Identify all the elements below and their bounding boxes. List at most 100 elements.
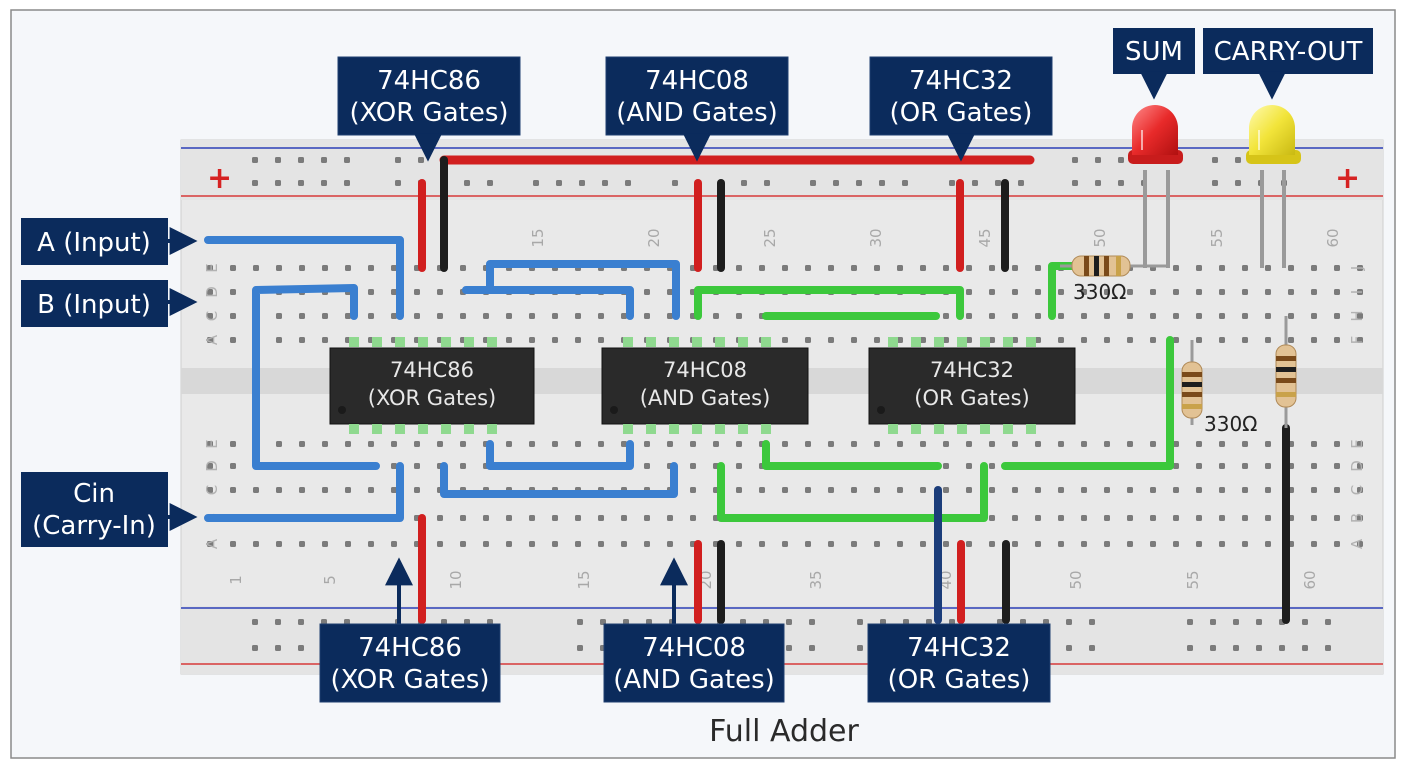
- breadboard-hole: [395, 157, 401, 163]
- callout-bottom-74hc32-line1: 74HC32: [907, 633, 1011, 663]
- breadboard-hole: [1357, 265, 1363, 271]
- breadboard-hole: [1325, 645, 1331, 651]
- chip-pin: [669, 424, 679, 434]
- breadboard-hole: [1357, 463, 1363, 469]
- breadboard-hole: [1173, 337, 1179, 343]
- callout-top-74hc08-line2: (AND Gates): [616, 98, 778, 128]
- breadboard-hole: [207, 463, 213, 469]
- row-letter-left: D: [203, 460, 221, 472]
- breadboard-hole: [759, 265, 765, 271]
- breadboard-hole: [1196, 313, 1202, 319]
- column-number-top: 45: [976, 228, 994, 247]
- breadboard-hole: [1219, 487, 1225, 493]
- chip-pin: [888, 424, 898, 434]
- chip-pin: [418, 337, 428, 347]
- breadboard-hole: [345, 265, 351, 271]
- breadboard-hole: [1311, 487, 1317, 493]
- breadboard-hole: [621, 441, 627, 447]
- chip-pin: [980, 424, 990, 434]
- breadboard-hole: [575, 313, 581, 319]
- breadboard-hole: [322, 441, 328, 447]
- breadboard-hole: [483, 313, 489, 319]
- breadboard-hole: [1219, 463, 1225, 469]
- breadboard-hole: [989, 515, 995, 521]
- callout-top-74hc32: 74HC32 (OR Gates): [869, 56, 1053, 162]
- breadboard-hole: [1058, 313, 1064, 319]
- column-number-bottom: 5: [321, 575, 339, 585]
- breadboard-hole: [1173, 487, 1179, 493]
- breadboard-hole: [506, 541, 512, 547]
- ic-chips: 74HC86 (XOR Gates) 74HC08 (AND Gates) 74…: [329, 347, 1076, 425]
- breadboard-hole: [644, 289, 650, 295]
- breadboard-hole: [1219, 265, 1225, 271]
- breadboard-hole: [759, 541, 765, 547]
- breadboard-hole: [1127, 541, 1133, 547]
- breadboard-hole: [598, 313, 604, 319]
- breadboard-hole: [299, 337, 305, 343]
- breadboard-hole: [625, 180, 631, 186]
- breadboard-hole: [828, 487, 834, 493]
- breadboard-hole: [1334, 515, 1340, 521]
- breadboard-hole: [368, 441, 374, 447]
- breadboard-hole: [1058, 541, 1064, 547]
- row-letter-right: F: [1348, 336, 1366, 345]
- breadboard-hole: [207, 487, 213, 493]
- breadboard-hole: [943, 337, 949, 343]
- breadboard-hole: [230, 441, 236, 447]
- breadboard-hole: [1311, 441, 1317, 447]
- breadboard-hole: [1058, 289, 1064, 295]
- breadboard-hole: [1311, 515, 1317, 521]
- breadboard-hole: [1012, 337, 1018, 343]
- breadboard-hole: [1334, 313, 1340, 319]
- breadboard-hole: [1233, 619, 1239, 625]
- breadboard-hole: [897, 541, 903, 547]
- breadboard-hole: [1265, 487, 1271, 493]
- chip-pin: [418, 424, 428, 434]
- column-number-top: 55: [1208, 228, 1226, 247]
- chip-74hc32: 74HC32 (OR Gates): [868, 347, 1076, 425]
- breadboard-hole: [966, 337, 972, 343]
- breadboard-hole: [529, 441, 535, 447]
- chip-74hc32-part: 74HC32: [930, 358, 1014, 382]
- chip-pin: [888, 337, 898, 347]
- wire-blue-and-in2: [462, 286, 634, 320]
- row-letter-right: B: [1348, 513, 1366, 523]
- breadboard-hole: [1334, 441, 1340, 447]
- breadboard-hole: [989, 441, 995, 447]
- breadboard-hole: [1288, 313, 1294, 319]
- chip-pin: [646, 424, 656, 434]
- column-number-top: 15: [529, 228, 547, 247]
- breadboard-hole: [1095, 180, 1101, 186]
- breadboard-hole: [1265, 541, 1271, 547]
- breadboard-hole: [736, 487, 742, 493]
- callout-bottom-74hc86-line1: 74HC86: [358, 633, 462, 663]
- breadboard-hole: [1265, 289, 1271, 295]
- breadboard-hole: [828, 441, 834, 447]
- chip-74hc08-part: 74HC08: [663, 358, 747, 382]
- breadboard-hole: [275, 645, 281, 651]
- chip-pin: [487, 424, 497, 434]
- breadboard-hole: [1035, 313, 1041, 319]
- breadboard-hole: [851, 265, 857, 271]
- breadboard-hole: [1212, 157, 1218, 163]
- breadboard-hole: [943, 313, 949, 319]
- breadboard-hole: [1150, 487, 1156, 493]
- sum-label: SUM: [1125, 37, 1183, 67]
- breadboard-hole: [1219, 515, 1225, 521]
- breadboard-hole: [1035, 441, 1041, 447]
- breadboard-hole: [552, 337, 558, 343]
- diagram-caption: Full Adder: [709, 714, 859, 749]
- carry-out-label: CARRY-OUT: [1214, 37, 1363, 67]
- row-letter-right: H: [1348, 310, 1366, 321]
- breadboard-hole: [786, 619, 792, 625]
- breadboard-hole: [1265, 463, 1271, 469]
- breadboard-hole: [1150, 515, 1156, 521]
- breadboard-hole: [1357, 289, 1363, 295]
- breadboard-hole: [1104, 515, 1110, 521]
- callout-bottom-74hc08-line2: (AND Gates): [613, 665, 775, 695]
- wire-blue-and-in1: [486, 260, 680, 320]
- breadboard-hole: [321, 157, 327, 163]
- breadboard-hole: [644, 463, 650, 469]
- breadboard-hole: [897, 487, 903, 493]
- breadboard-hole: [577, 619, 583, 625]
